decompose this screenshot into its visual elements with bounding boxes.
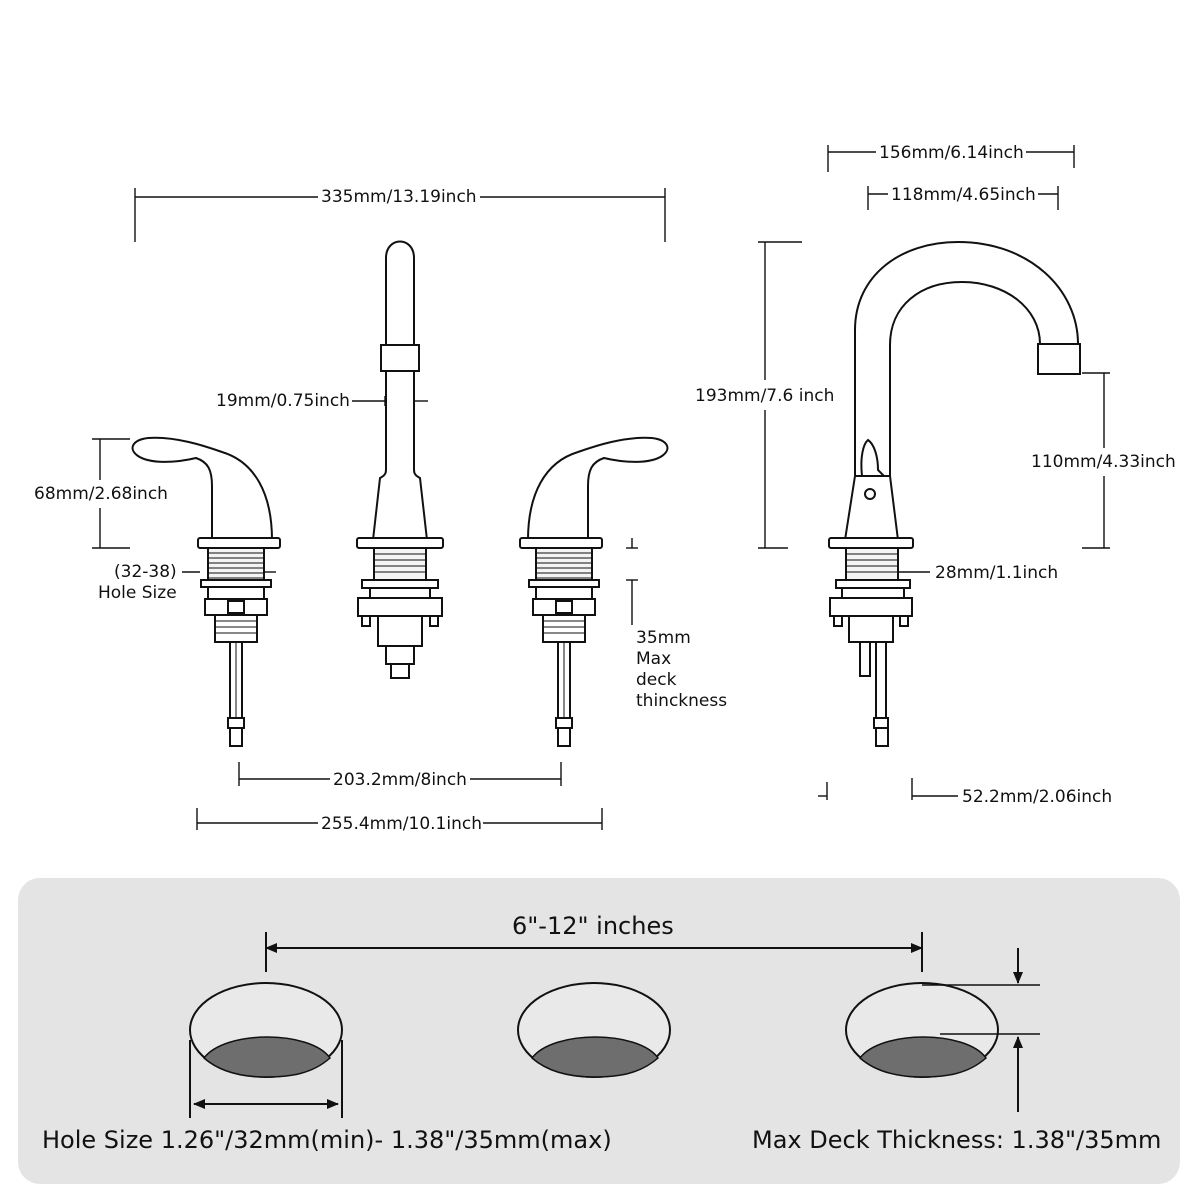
bottom-width-label: 52.2mm/2.06inch	[961, 787, 1114, 807]
hole-left	[189, 982, 343, 1078]
dimension-lines	[92, 145, 1110, 830]
spout-outer-reach-label: 156mm/6.14inch	[878, 143, 1025, 163]
left-valve	[131, 436, 281, 747]
base-span-label: 255.4mm/10.1inch	[320, 814, 483, 834]
side-view-faucet	[828, 240, 1081, 747]
total-height-label: 193mm/7.6 inch	[694, 386, 836, 406]
spout-diameter-label: 19mm/0.75inch	[215, 391, 351, 411]
deck-thickness-label-4: thinckness	[636, 691, 728, 711]
deck-thickness-label-3: deck	[636, 670, 677, 690]
install-graphics	[189, 932, 1040, 1118]
spout-inner-reach-label: 118mm/4.65inch	[890, 185, 1037, 205]
hole-size-label: Hole Size 1.26"/32mm(min)- 1.38"/35mm(ma…	[42, 1126, 612, 1154]
hole-center	[517, 982, 671, 1078]
handle-height-label: 68mm/2.68inch	[33, 484, 169, 504]
overall-width-label: 335mm/13.19inch	[320, 187, 478, 207]
center-spacing-label: 203.2mm/8inch	[332, 770, 468, 790]
deck-thickness-label-1: 35mm	[636, 628, 691, 648]
hole-right	[845, 982, 999, 1078]
hole-size-range-label: (32-38)	[114, 562, 177, 582]
center-spout	[356, 240, 444, 679]
spout-clearance-label: 110mm/4.33inch	[1030, 452, 1177, 472]
base-diameter-label: 28mm/1.1inch	[934, 563, 1060, 583]
spacing-label: 6"-12" inches	[512, 912, 674, 940]
hole-size-caption-label: Hole Size	[98, 583, 177, 603]
deck-thickness-label-2: Max	[636, 649, 672, 669]
deck-thickness-label: Max Deck Thickness: 1.38"/35mm	[752, 1126, 1162, 1154]
right-valve	[519, 436, 669, 747]
